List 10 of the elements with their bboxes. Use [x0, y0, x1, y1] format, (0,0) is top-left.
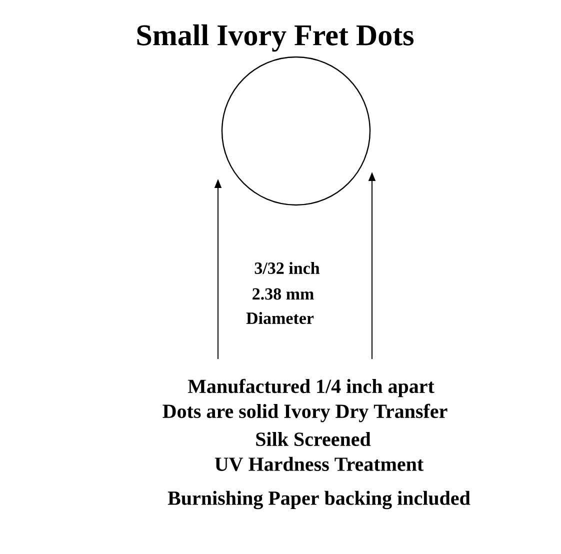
dimension-text: 2.38 mm — [252, 288, 314, 300]
dimension-text: 3/32 inch — [254, 262, 320, 274]
circle — [221, 56, 371, 206]
note: Dots are solid Ivory Dry Transfer — [162, 404, 448, 422]
dimension-text: Diameter — [246, 312, 314, 324]
note: UV Hardness Treatment — [214, 456, 424, 472]
note: Manufactured 1/4 inch apart — [188, 378, 434, 398]
title: Small Ivory Fret Dots — [137, 24, 414, 52]
note: Burnishing Paper backing included — [168, 490, 470, 510]
note: Silk Screened — [256, 432, 371, 446]
